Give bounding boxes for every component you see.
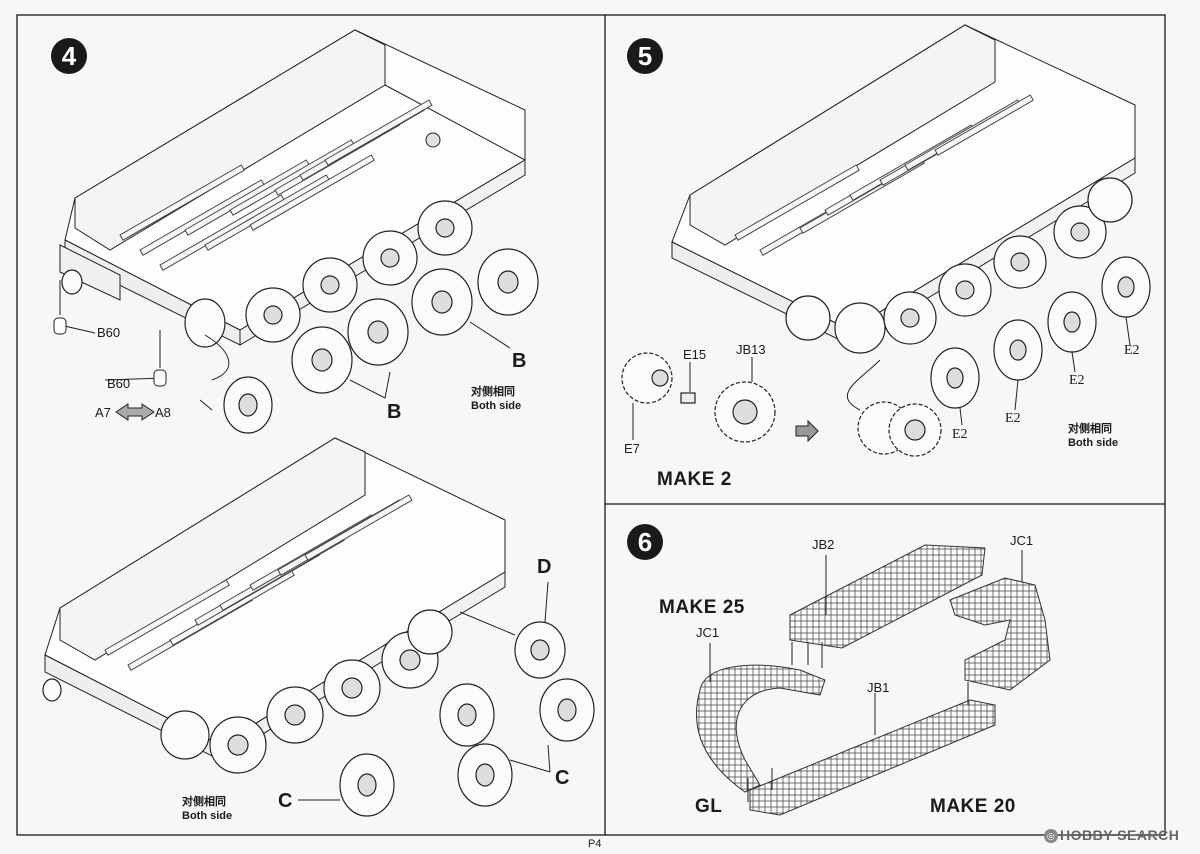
label-jb1: JB1 — [867, 680, 890, 695]
label-b60-lower: B60 — [107, 376, 131, 391]
label-e2-c: E2 — [1069, 373, 1085, 388]
step-4-badge: 4 — [51, 38, 87, 74]
track-links — [695, 544, 1051, 816]
label-a7: A7 — [95, 405, 111, 420]
watermark: ◎HOBBY SEARCH — [1044, 827, 1180, 844]
b60-clips — [53, 317, 167, 387]
note-both-side-step4-top: 对侧相同 Both side — [471, 386, 522, 412]
label-jb2: JB2 — [812, 537, 835, 552]
label-gl: GL — [695, 796, 723, 817]
step-6-badge: 6 — [627, 524, 663, 560]
label-c-right: C — [555, 767, 570, 789]
label-a8: A8 — [155, 405, 171, 420]
label-jb13: JB13 — [736, 342, 766, 357]
roadwheels-upper — [61, 200, 539, 434]
note-both-side-step4-bottom: 对侧相同 Both side — [182, 796, 233, 822]
note-both-side-step5: 对侧相同 Both side — [1068, 423, 1119, 449]
label-e15: E15 — [683, 347, 707, 362]
label-b60-upper: B60 — [97, 325, 121, 340]
label-d: D — [537, 556, 552, 578]
leaders-step5 — [632, 316, 1131, 440]
make-25-label: MAKE 25 — [659, 597, 745, 618]
label-e2-d: E2 — [1124, 343, 1140, 358]
leaders-step4-lower — [298, 581, 551, 801]
label-b-upper: B — [512, 350, 527, 372]
label-jc1-top: JC1 — [1010, 533, 1034, 548]
a7-a8-arrow — [115, 403, 155, 421]
sprocket-parts — [621, 352, 942, 457]
label-jc1-left: JC1 — [696, 625, 720, 640]
step-5-badge: 5 — [627, 38, 663, 74]
leaders-step6 — [709, 550, 1023, 802]
label-c-left: C — [278, 790, 293, 812]
page-number: P4 — [588, 838, 602, 850]
torsion-bars — [119, 99, 433, 271]
watermark-text: HOBBY SEARCH — [1060, 827, 1180, 843]
roadwheels-lower — [42, 609, 595, 817]
step5-arrow — [795, 419, 819, 443]
label-e2-b: E2 — [1005, 411, 1021, 426]
hull-step5 — [671, 24, 1136, 346]
roadwheels-step5 — [785, 177, 1151, 409]
make-20-label: MAKE 20 — [930, 796, 1016, 817]
hobby-search-logo-icon: ◎ — [1044, 829, 1058, 844]
make-2-label: MAKE 2 — [657, 469, 732, 490]
label-e2-a: E2 — [952, 427, 968, 442]
outer-border — [16, 14, 1166, 836]
frame — [16, 14, 1166, 836]
label-b-lower: B — [387, 401, 402, 423]
leaders-step4-upper — [59, 280, 511, 411]
label-e7: E7 — [624, 441, 640, 456]
